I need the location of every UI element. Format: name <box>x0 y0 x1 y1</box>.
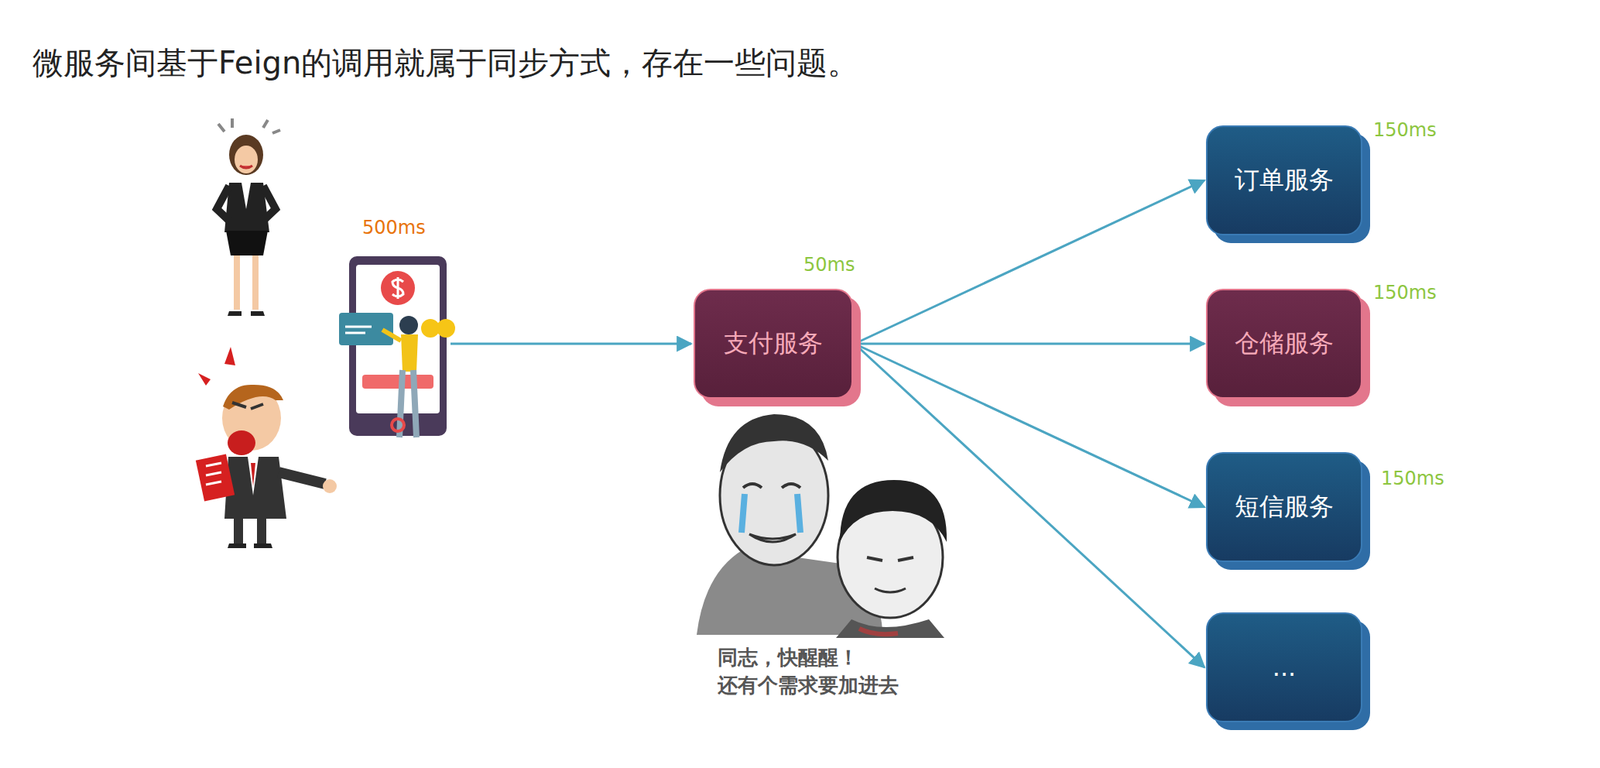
phone-link <box>450 342 692 346</box>
timing-label: 150ms <box>1380 467 1445 490</box>
box-label: 仓储服务 <box>1234 326 1334 361</box>
timing-label: 50ms <box>803 253 855 276</box>
angry-man-figure <box>195 346 337 549</box>
service-box: 支付服务 <box>693 288 854 399</box>
box-face: 支付服务 <box>693 288 854 399</box>
timing-label: 150ms <box>1373 119 1437 141</box>
box-label: 支付服务 <box>723 326 823 361</box>
timing-label: 500ms <box>362 216 426 239</box>
box-face: 仓储服务 <box>1205 288 1363 399</box>
timing-label: 150ms <box>1373 281 1437 304</box>
title: 微服务间基于Feign的调用就属于同步方式，存在一些问题。 <box>32 41 859 85</box>
meme-illustration <box>696 414 947 638</box>
service-box: 短信服务 <box>1205 452 1363 562</box>
box-face: ... <box>1205 612 1363 723</box>
service-box: 仓储服务 <box>1205 288 1363 399</box>
box-label: ... <box>1272 652 1297 682</box>
box-face: 订单服务 <box>1205 125 1363 236</box>
woman-figure <box>216 118 281 316</box>
box-label: 订单服务 <box>1234 163 1334 198</box>
phone-illustration <box>339 256 456 438</box>
call-arrow <box>854 342 1205 346</box>
meme-caption: 还有个需求要加进去 <box>717 671 899 699</box>
box-face: 短信服务 <box>1205 452 1363 562</box>
meme-caption: 同志，快醒醒！ <box>717 644 859 672</box>
service-box: ... <box>1205 612 1363 723</box>
call-arrow <box>854 180 1205 344</box>
service-box: 订单服务 <box>1205 125 1363 236</box>
box-label: 短信服务 <box>1234 489 1334 525</box>
